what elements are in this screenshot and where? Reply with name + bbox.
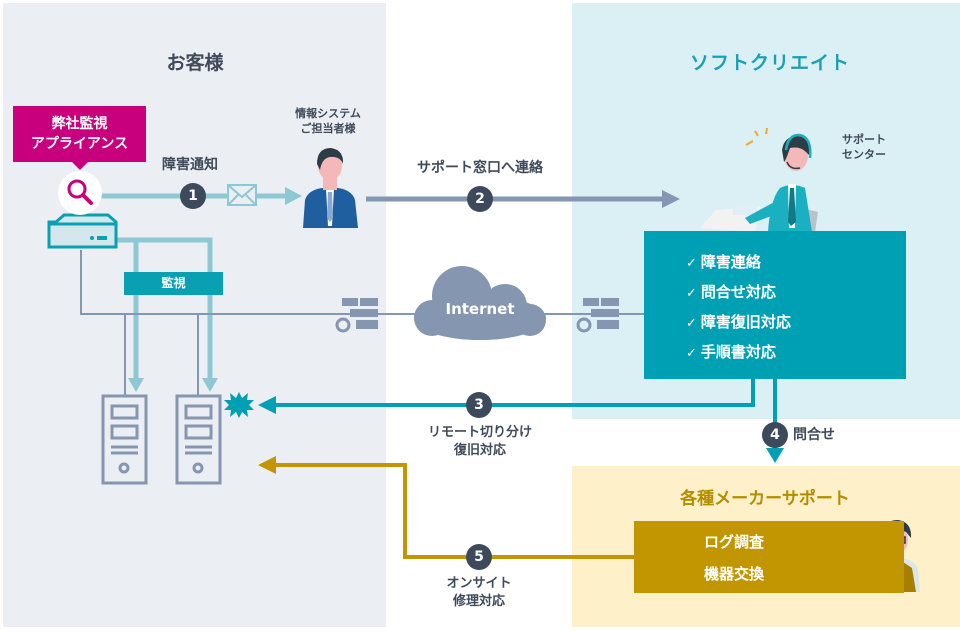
maker-support-section-title: 各種メーカーサポート bbox=[680, 489, 850, 509]
step5-label-line-1: オンサイト bbox=[446, 576, 512, 591]
service-item-label: 問合せ対応 bbox=[700, 283, 776, 301]
step1-badge: 1 bbox=[180, 183, 206, 209]
service-item: ✓障害復旧対応 bbox=[686, 307, 906, 337]
maker-service-item: 機器交換 bbox=[703, 565, 764, 583]
server-icon-1 bbox=[101, 394, 148, 485]
step3-badge: 3 bbox=[466, 392, 492, 418]
callout-pointer bbox=[72, 162, 88, 170]
step4-label: 問合せ bbox=[793, 427, 835, 443]
step3-label-line-2: 復旧対応 bbox=[453, 443, 506, 458]
step4-badge: 4 bbox=[762, 422, 788, 448]
support-center-label-line-2: センター bbox=[842, 148, 886, 161]
monitoring-connector bbox=[116, 237, 218, 392]
server-icon-2 bbox=[175, 394, 222, 485]
step2-label: サポート窓口へ連絡 bbox=[417, 160, 543, 176]
monitor-arrow-left bbox=[128, 378, 144, 392]
appliance-callout: 弊社監視 アプライアンス bbox=[13, 106, 146, 162]
check-icon: ✓ bbox=[686, 316, 697, 331]
support-services-list: ✓障害連絡 ✓問合せ対応 ✓障害復旧対応 ✓手順書対応 bbox=[644, 231, 906, 367]
support-services-box: ✓障害連絡 ✓問合せ対応 ✓障害復旧対応 ✓手順書対応 bbox=[644, 231, 906, 379]
firewall-icon-right bbox=[576, 298, 619, 333]
service-item-label: 障害連絡 bbox=[700, 253, 761, 271]
step2-badge: 2 bbox=[467, 186, 493, 212]
internet-cloud-icon bbox=[414, 266, 546, 340]
service-item-label: 手順書対応 bbox=[700, 343, 776, 361]
mail-icon bbox=[227, 184, 257, 206]
service-item: ✓問合せ対応 bbox=[686, 277, 906, 307]
support-center-label: サポート センター bbox=[842, 132, 912, 162]
monitor-arrow-right bbox=[202, 378, 218, 392]
customer-section-title: お客様 bbox=[166, 52, 224, 74]
service-item-label: 障害復旧対応 bbox=[700, 313, 791, 331]
step5-label-line-2: 修理対応 bbox=[452, 594, 505, 609]
step5-connector bbox=[258, 456, 634, 559]
step5-badge: 5 bbox=[466, 544, 492, 570]
check-icon: ✓ bbox=[686, 286, 697, 301]
support-center-operator-icon bbox=[700, 127, 818, 232]
maker-service-item: ログ調査 bbox=[703, 533, 764, 551]
firewall-icon-left bbox=[335, 298, 378, 333]
service-item: ✓手順書対応 bbox=[686, 337, 906, 367]
failure-burst-icon bbox=[224, 392, 254, 418]
support-center-label-line-1: サポート bbox=[842, 133, 886, 146]
it-staff-label-line-2: ご担当者様 bbox=[300, 122, 356, 135]
step5-label: オンサイト 修理対応 bbox=[419, 575, 539, 611]
step4-connector bbox=[766, 379, 784, 463]
step3-label: リモート切り分け 復旧対応 bbox=[405, 424, 555, 460]
step3-label-line-1: リモート切り分け bbox=[427, 425, 532, 440]
maker-services-box: ログ調査 機器交換 bbox=[634, 521, 904, 593]
it-staff-label-line-1: 情報システム bbox=[295, 107, 361, 120]
appliance-callout-line-2: アプライアンス bbox=[30, 136, 129, 152]
softcreate-section-title: ソフトクリエイト bbox=[689, 52, 850, 74]
step3-connector bbox=[258, 379, 755, 414]
internet-label: Internet bbox=[445, 300, 515, 318]
check-icon: ✓ bbox=[686, 346, 697, 361]
it-staff-label: 情報システム ご担当者様 bbox=[278, 106, 378, 136]
step2-connector bbox=[366, 190, 680, 208]
check-icon: ✓ bbox=[686, 256, 697, 271]
appliance-device-icon bbox=[47, 213, 118, 249]
monitoring-label: 監視 bbox=[124, 272, 223, 295]
search-icon bbox=[58, 171, 102, 215]
appliance-callout-line-1: 弊社監視 bbox=[51, 116, 108, 132]
service-item: ✓障害連絡 bbox=[686, 247, 906, 277]
step1-label: 障害通知 bbox=[162, 157, 218, 173]
it-staff-person-icon bbox=[303, 148, 358, 228]
